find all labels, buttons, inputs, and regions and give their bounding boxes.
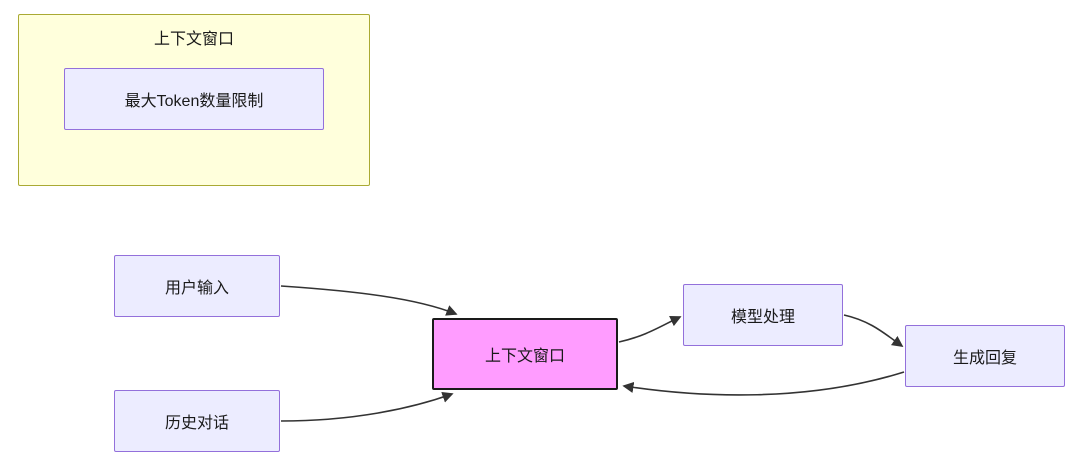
node-model-processing-label: 模型处理 xyxy=(730,309,795,326)
node-model-processing: 模型处理 xyxy=(683,284,843,346)
node-history-dialog: 历史对话 xyxy=(114,390,280,452)
node-context-window-label: 上下文窗口 xyxy=(484,348,565,365)
node-context-window: 上下文窗口 xyxy=(432,318,618,390)
node-history-dialog-label: 历史对话 xyxy=(164,415,229,432)
edge-user-input-to-context xyxy=(280,285,458,316)
edge-reply-to-context xyxy=(622,371,905,396)
edge-history-to-context xyxy=(280,391,454,422)
node-generate-reply-label: 生成回复 xyxy=(952,350,1017,367)
node-generate-reply: 生成回复 xyxy=(905,325,1065,387)
edge-model-to-reply xyxy=(843,314,904,347)
edge-context-to-model xyxy=(618,316,682,343)
node-max-token-limit: 最大Token数量限制 xyxy=(64,68,324,130)
node-max-token-limit-label: 最大Token数量限制 xyxy=(124,93,264,110)
node-user-input: 用户输入 xyxy=(114,255,280,317)
subgraph-title: 上下文窗口 xyxy=(153,31,234,48)
node-user-input-label: 用户输入 xyxy=(164,280,229,297)
